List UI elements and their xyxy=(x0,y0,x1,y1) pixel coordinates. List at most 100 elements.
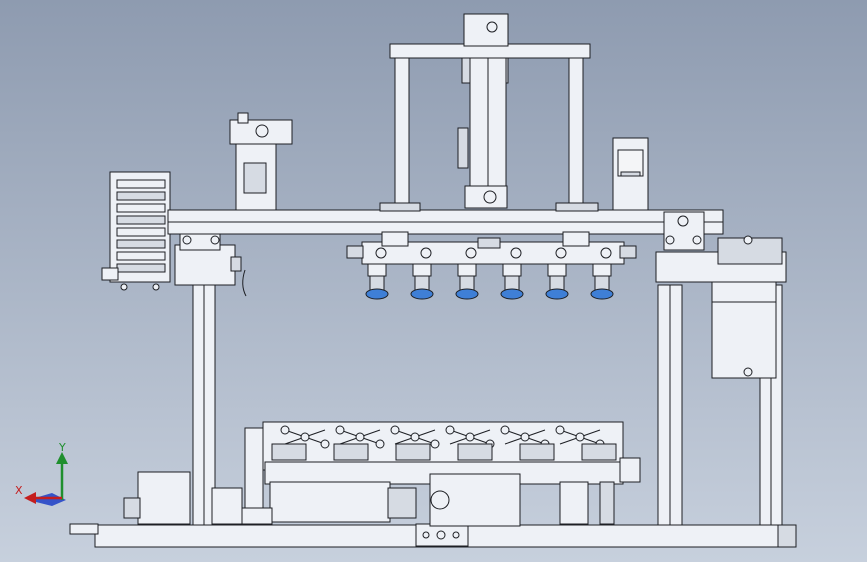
link-pin xyxy=(280,425,290,435)
suction-cup xyxy=(500,288,524,300)
roller-carriage xyxy=(271,443,307,461)
cable-chain-end xyxy=(101,267,119,281)
manifold-fitting xyxy=(346,245,364,259)
link-pin xyxy=(445,425,455,435)
base-bolt xyxy=(452,531,460,539)
servo-motor xyxy=(711,281,777,379)
motor-connector xyxy=(743,367,753,377)
drive-housing xyxy=(269,481,391,523)
lower-support-columns xyxy=(192,284,783,526)
bracket-clip xyxy=(230,256,242,272)
cable-chain-link xyxy=(116,203,166,213)
guide-rod-left xyxy=(394,57,410,209)
base-bolt xyxy=(436,530,446,540)
manifold-port xyxy=(510,247,522,259)
link-pin xyxy=(500,425,510,435)
drive-flange xyxy=(430,490,450,510)
cable-chain-link xyxy=(116,251,166,261)
roller-carriage xyxy=(519,443,555,461)
manifold-port xyxy=(555,247,567,259)
triad-x-label: X xyxy=(15,484,23,497)
link-pin xyxy=(375,439,385,449)
manifold-port xyxy=(465,247,477,259)
suction-cup xyxy=(410,288,434,300)
suction-cups xyxy=(365,263,614,300)
drive-support xyxy=(559,481,589,525)
top-gantry xyxy=(379,13,599,212)
coordinate-triad[interactable] xyxy=(24,452,68,506)
link-pin xyxy=(335,425,345,435)
link-pin xyxy=(390,425,400,435)
cup-fitting xyxy=(412,263,432,277)
conveyor-end-cap xyxy=(619,457,641,483)
triad-y-arrow xyxy=(56,452,68,464)
left-stepper-motor xyxy=(123,471,243,525)
link-pin xyxy=(410,432,420,442)
rod-foot xyxy=(379,202,421,212)
base-plate-right-end xyxy=(777,524,797,548)
cable-chain-link xyxy=(116,263,166,273)
pressure-switch-button xyxy=(620,171,641,177)
chain-bolt xyxy=(120,283,128,291)
cup-stem xyxy=(414,275,430,291)
rod-end-nut xyxy=(483,190,497,204)
pivot-bolt xyxy=(677,215,689,227)
cup-fitting xyxy=(592,263,612,277)
stepper-coupling xyxy=(211,487,243,525)
stepper-connector xyxy=(123,497,141,519)
valve-cable xyxy=(242,269,247,297)
guide-rod-right xyxy=(568,57,584,209)
conveyor-end-plate xyxy=(244,427,264,526)
servo-motor-assembly xyxy=(655,235,787,379)
vacuum-manifold xyxy=(346,231,637,265)
manifold-fitting xyxy=(619,245,637,259)
suction-cup xyxy=(365,288,389,300)
cable-chain-link xyxy=(116,239,166,249)
link-pin xyxy=(465,432,475,442)
chain-bolt xyxy=(152,283,160,291)
link-pin xyxy=(355,432,365,442)
cup-fitting xyxy=(502,263,522,277)
cup-stem xyxy=(549,275,565,291)
cup-stem xyxy=(594,275,610,291)
triad-y-label: Y xyxy=(59,441,66,454)
cylinder-port xyxy=(486,21,498,33)
link-pin xyxy=(555,425,565,435)
suction-cup xyxy=(455,288,479,300)
solenoid-valve-block xyxy=(229,112,293,297)
roller-carriage xyxy=(333,443,369,461)
drive-coupling xyxy=(387,487,417,519)
manifold-port xyxy=(420,247,432,259)
link-pin xyxy=(430,439,440,449)
left-lower-bracket xyxy=(174,244,236,286)
cup-fitting xyxy=(367,263,387,277)
cup-stem xyxy=(504,275,520,291)
pulley-bolt xyxy=(743,235,753,245)
manifold-inlet xyxy=(477,237,501,249)
cylinder-switch xyxy=(457,127,469,169)
suction-cup xyxy=(545,288,569,300)
valve-window xyxy=(243,162,267,194)
drive-support xyxy=(599,481,615,525)
link-pin xyxy=(575,432,585,442)
manifold-port xyxy=(600,247,612,259)
suction-cup xyxy=(590,288,614,300)
main-cross-beam xyxy=(167,209,724,251)
link-pin xyxy=(520,432,530,442)
base-plate xyxy=(69,523,797,548)
roller-carriage xyxy=(581,443,617,461)
bracket-bolt xyxy=(210,235,220,245)
cup-fitting xyxy=(457,263,477,277)
bracket-bolt xyxy=(182,235,192,245)
cable-chain xyxy=(101,171,171,291)
cable-chain-link xyxy=(116,227,166,237)
link-pin xyxy=(320,439,330,449)
cable-chain-link xyxy=(116,215,166,225)
pressure-switch xyxy=(612,137,649,211)
base-bolt xyxy=(422,531,430,539)
roller-carriage xyxy=(457,443,493,461)
manifold-mount xyxy=(381,231,409,247)
cable-chain-link xyxy=(116,179,166,189)
